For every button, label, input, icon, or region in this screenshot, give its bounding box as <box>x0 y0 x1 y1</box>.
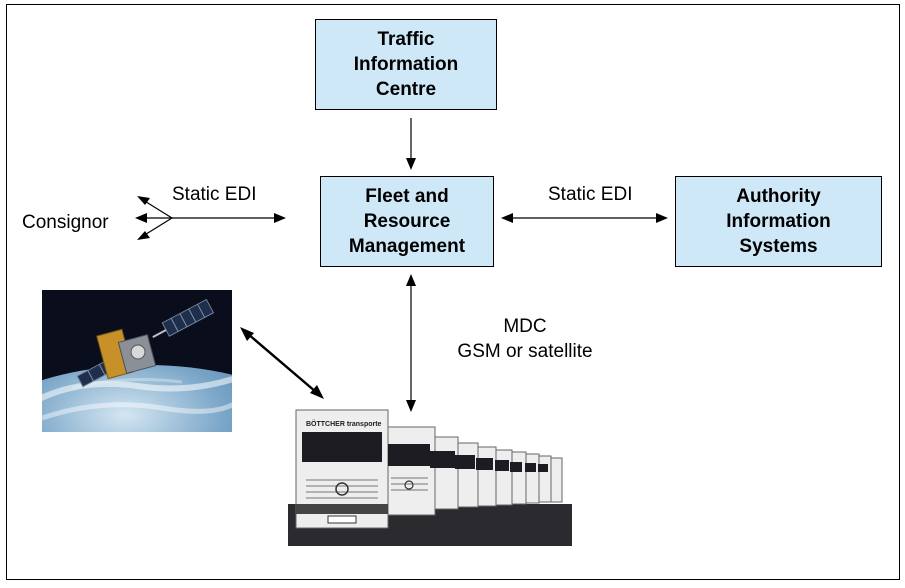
diagram-frame <box>6 4 900 580</box>
fleet-resource-management-box: Fleet and Resource Management <box>320 176 494 267</box>
static-edi-left-label: Static EDI <box>172 184 257 205</box>
trucks-icon: BÖTTCHER transporte <box>288 392 572 546</box>
authority-information-systems-box: Authority Information Systems <box>675 176 882 267</box>
satellite-icon <box>42 290 232 432</box>
mdc-label: MDC GSM or satellite <box>457 316 593 362</box>
traffic-information-centre-box: Traffic Information Centre <box>315 19 497 110</box>
consignor-label: Consignor <box>22 212 109 233</box>
authority-information-systems-label: Authority Information Systems <box>726 186 831 257</box>
traffic-information-centre-label: Traffic Information Centre <box>353 29 459 100</box>
fleet-resource-management-label: Fleet and Resource Management <box>348 186 466 257</box>
truck-banner-text: BÖTTCHER transporte <box>306 419 382 428</box>
static-edi-right-label: Static EDI <box>548 184 633 205</box>
